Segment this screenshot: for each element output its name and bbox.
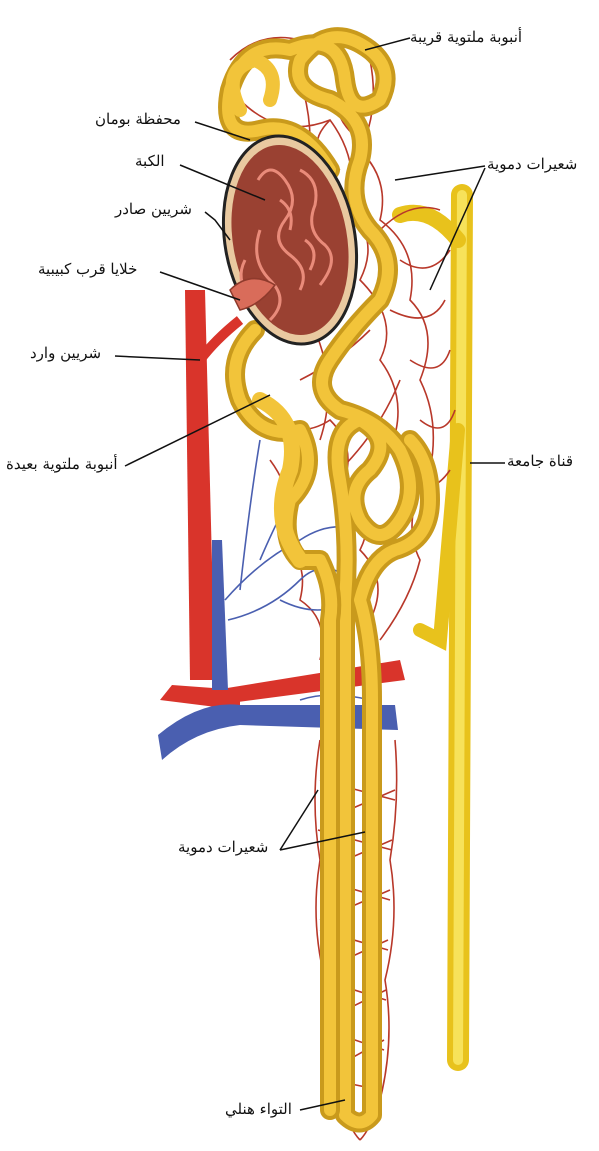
label-afferent-artery: شريين وارد <box>30 344 101 362</box>
label-capillaries-bottom: شعيرات دموية <box>178 838 268 856</box>
label-distal-tubule: أنبوبة ملتوية بعيدة <box>6 455 118 473</box>
label-glomerulus: الكبة <box>135 152 165 170</box>
label-efferent-artery: شريين صادر <box>115 200 192 218</box>
label-proximal-tubule: أنبوبة ملتوية قريبة <box>410 28 522 46</box>
label-juxtaglomerular-cells: خلايا قرب كبيبية <box>38 260 137 278</box>
label-capillaries-top: شعيرات دموية <box>487 155 577 173</box>
label-collecting-duct: قناة جامعة <box>507 452 573 470</box>
collecting-duct <box>400 195 462 1060</box>
label-loop-of-henle: التواء هنلي <box>225 1100 292 1118</box>
label-bowman-capsule: محفظة بومان <box>95 110 181 128</box>
